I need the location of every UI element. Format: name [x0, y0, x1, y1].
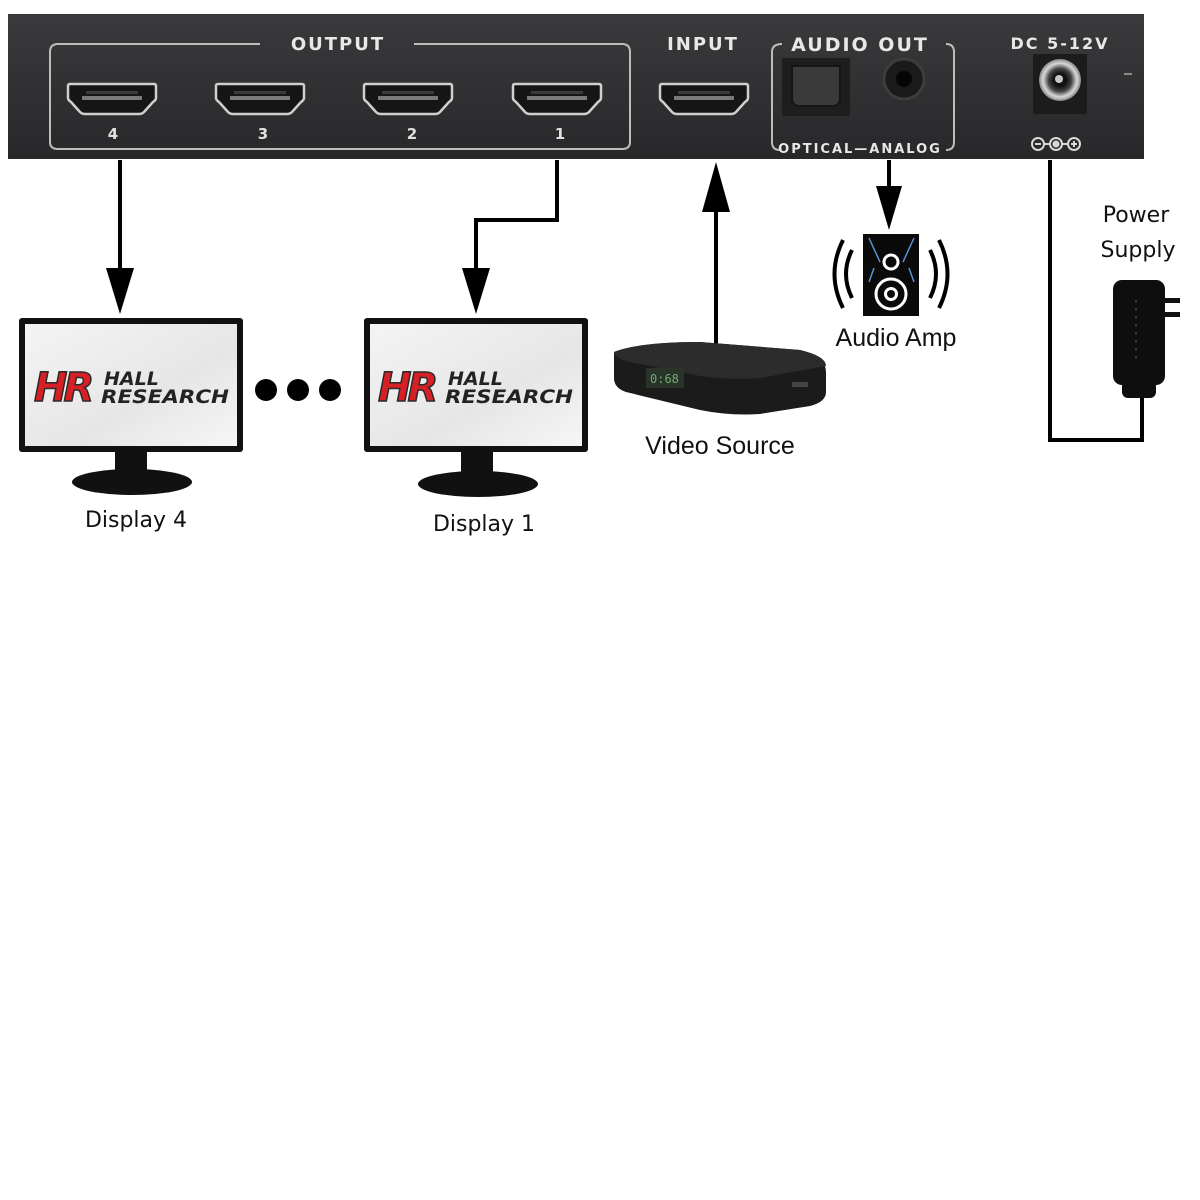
dc-voltage-label: DC 5-12V [1010, 34, 1109, 53]
power-adapter-icon [1113, 280, 1180, 398]
hdmi-output-port-3[interactable] [214, 82, 306, 116]
analog-audio-jack[interactable] [882, 57, 926, 101]
splitter-back-panel: OUTPUT 4 3 2 1 INPUT AUDIO OUT OPTICAL—A… [8, 14, 1144, 159]
logo-line-2: RESEARCH [445, 386, 573, 408]
polarity-icon [1031, 137, 1081, 151]
port-number-4: 4 [108, 125, 118, 143]
arrowheads [106, 162, 902, 314]
logo-mark: HR [34, 365, 91, 411]
monitor-neck [115, 452, 147, 474]
hall-research-logo: HR HALL RESEARCH [33, 364, 229, 412]
video-source-label: Video Source [645, 432, 795, 460]
front-display [646, 368, 684, 388]
hdmi-output-port-1[interactable] [511, 82, 603, 116]
audio-sub-label: OPTICAL—ANALOG [778, 142, 942, 157]
output-group-outline [49, 43, 631, 150]
hdmi-output-port-4[interactable] [66, 82, 158, 116]
video-source-box: 0:68 [614, 342, 826, 415]
wire-power-supply [1048, 160, 1144, 442]
logo-line-2: RESEARCH [101, 386, 229, 408]
hdmi-input-port[interactable] [658, 82, 750, 116]
monitor-neck [461, 452, 493, 474]
hall-research-logo: HR HALL RESEARCH [377, 364, 573, 412]
power-supply-label-line-1: Power [1103, 203, 1170, 228]
port-number-3: 3 [258, 125, 268, 143]
arrow-down-icon [462, 268, 490, 314]
audio-amp-label: Audio Amp [836, 324, 957, 352]
logo-mark: HR [378, 365, 435, 411]
display-4-monitor: HR HALL RESEARCH [19, 318, 243, 495]
input-label: INPUT [667, 34, 739, 55]
display-1-monitor: HR HALL RESEARCH [364, 318, 588, 497]
logo-line-1: HALL [448, 368, 503, 390]
dc-power-jack[interactable] [1033, 54, 1087, 114]
hdmi-output-port-2[interactable] [362, 82, 454, 116]
panel-mark [1124, 73, 1132, 75]
ellipsis-more-displays [255, 379, 341, 401]
arrow-down-icon [876, 186, 902, 230]
usb-port [792, 382, 808, 387]
arrow-up-icon [702, 162, 730, 212]
logo-line-1: HALL [104, 368, 159, 390]
output-label: OUTPUT [291, 34, 385, 55]
speaker-icon [832, 234, 950, 316]
power-supply-label-line-2: Supply [1101, 238, 1176, 263]
display-4-label: Display 4 [85, 508, 187, 533]
wire-output1-to-display1 [474, 160, 559, 282]
front-display-text: 0:68 [650, 372, 679, 386]
monitor-screen [25, 324, 237, 446]
port-number-2: 2 [407, 125, 417, 143]
audio-out-label: AUDIO OUT [791, 34, 929, 56]
optical-audio-port[interactable] [782, 58, 850, 116]
audio-group-outline [771, 43, 955, 151]
monitor-screen [370, 324, 582, 446]
monitor-stand [72, 469, 192, 495]
monitor-stand [418, 471, 538, 497]
arrow-down-icon [106, 268, 134, 314]
display-1-label: Display 1 [433, 512, 535, 537]
port-number-1: 1 [555, 125, 565, 143]
connection-wires [118, 160, 1144, 442]
